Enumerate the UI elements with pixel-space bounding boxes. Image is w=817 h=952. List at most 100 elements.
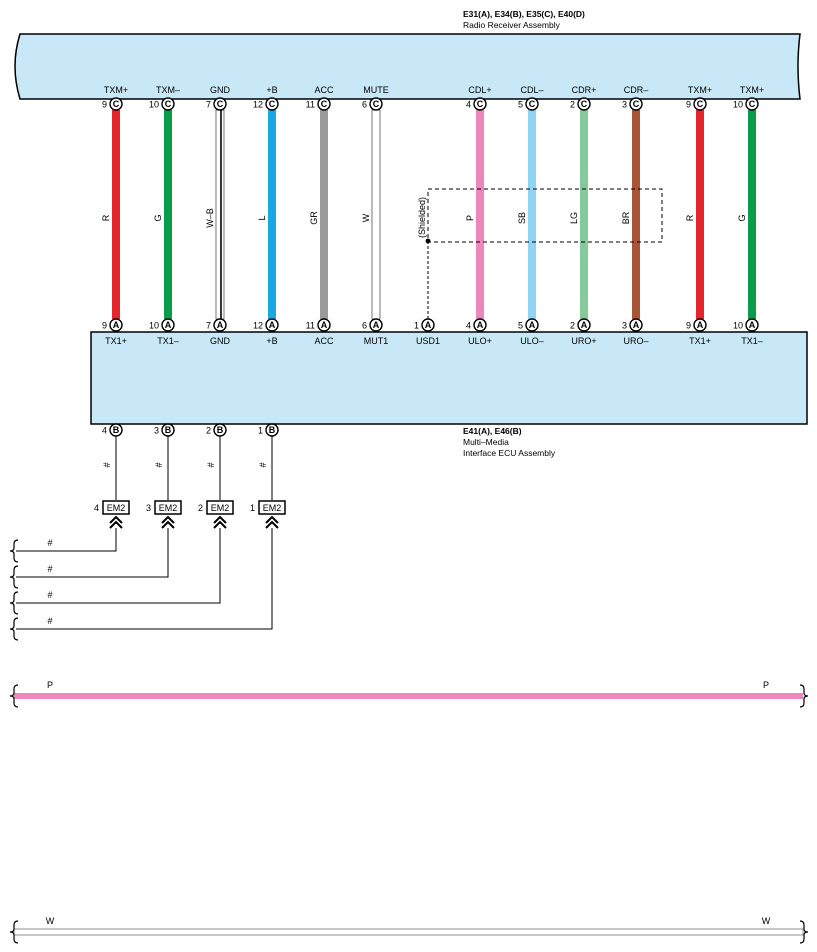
wire-color-label: W–B	[205, 208, 215, 228]
harness-right-brace-0	[799, 684, 809, 708]
radio-pin-name-11: TXM+	[740, 85, 764, 95]
ecu-b-pin-2-number: 2	[206, 426, 211, 436]
em2-pin-number-1: 3	[146, 503, 151, 513]
ecu-pin-9-number: 2	[570, 321, 575, 331]
ecu-pin-name-5: MUT1	[364, 336, 389, 346]
ecu-pin-5-number: 6	[362, 321, 367, 331]
em2-label-3: EM2	[263, 503, 282, 513]
ecu-pin-11	[693, 318, 707, 332]
wire-11	[696, 110, 704, 319]
em2-out-wire-0	[16, 528, 117, 552]
radio-pin-3	[265, 97, 279, 111]
harness-label-right-1: W	[762, 916, 771, 926]
em2-box-0	[102, 500, 130, 515]
wire-12	[748, 110, 756, 319]
ecu-b-pin-0-number: 4	[102, 426, 107, 436]
wire-color-label: BR	[621, 211, 631, 224]
wire-color-label: G	[153, 214, 163, 221]
radio-pin-5-letter: C	[373, 99, 380, 109]
wire-7	[476, 110, 484, 319]
ecu-b-pin-2-letter: B	[217, 425, 224, 435]
ecu-pin-name-3: +B	[266, 336, 277, 346]
ecu-pin-11-number: 9	[686, 321, 691, 331]
em2-out-wire-3	[16, 528, 273, 630]
ecu-pin-4	[317, 318, 331, 332]
radio-pin-name-7: CDL–	[520, 85, 543, 95]
wire-9	[580, 110, 588, 319]
radio-pin-name-5: MUTE	[363, 85, 389, 95]
radio-pin-11-letter: C	[749, 99, 756, 109]
wire-color-label: P	[465, 215, 475, 221]
cut-edge-brace-3	[9, 617, 19, 641]
ecu-pin-1-number: 10	[149, 321, 159, 331]
ecu-b-pin-3-number: 1	[258, 426, 263, 436]
radio-pin-6-number: 4	[466, 100, 471, 110]
harness-label-left-1: W	[46, 916, 55, 926]
radio-pin-3-number: 12	[253, 100, 263, 110]
ecu-pin-5	[369, 318, 383, 332]
ecu-pin-10-number: 3	[622, 321, 627, 331]
shield-box	[427, 188, 663, 243]
em2-connector-chevron-0	[109, 515, 123, 529]
wire-color-label: R	[685, 214, 695, 221]
ecu-name-line2: Interface ECU Assembly	[463, 448, 556, 458]
wire-2	[215, 109, 225, 320]
wire-mark: #	[258, 462, 268, 467]
wire-0	[112, 110, 120, 319]
ecu-codes: E41(A), E46(B)	[463, 426, 522, 436]
cut-edge-brace-0	[9, 539, 19, 563]
ecu-pin-name-11: TX1+	[689, 336, 711, 346]
ecu-b-pin-0-letter: B	[113, 425, 120, 435]
wire-10	[632, 110, 640, 319]
harness-wire-1	[13, 928, 804, 936]
ecu-pin-2-number: 7	[206, 321, 211, 331]
radio-pin-2	[213, 97, 227, 111]
radio-pin-1	[161, 97, 175, 111]
radio-pin-name-10: TXM+	[688, 85, 712, 95]
ecu-box	[90, 331, 808, 425]
ecu-pin-name-1: TX1–	[157, 336, 179, 346]
ecu-pin-name-0: TX1+	[105, 336, 127, 346]
wire-color-label: W	[361, 213, 371, 222]
ecu-pin-5-letter: A	[373, 320, 380, 330]
radio-pin-1-number: 10	[149, 100, 159, 110]
radio-pin-7-number: 5	[518, 100, 523, 110]
ecu-pin-7-number: 4	[466, 321, 471, 331]
harness-label-left-0: P	[47, 680, 53, 690]
wire-mark: #	[154, 462, 164, 467]
radio-pin-0-number: 9	[102, 100, 107, 110]
radio-pin-name-3: +B	[266, 85, 277, 95]
wire-3	[268, 110, 276, 319]
wire-color-label: L	[257, 215, 267, 220]
ecu-pin-6-letter: A	[425, 320, 432, 330]
radio-pin-8	[577, 97, 591, 111]
em2-label-1: EM2	[159, 503, 178, 513]
radio-pin-7-letter: C	[529, 99, 536, 109]
ecu-pin-0-letter: A	[113, 320, 120, 330]
radio-pin-5-number: 6	[362, 100, 367, 110]
em2-box-2	[206, 500, 234, 515]
shielded-label: (Shielded)	[417, 197, 427, 238]
radio-pin-2-number: 7	[206, 100, 211, 110]
ecu-pin-7-letter: A	[477, 320, 484, 330]
em2-out-wire-2	[16, 528, 221, 604]
ecu-pin-6	[421, 318, 435, 332]
ecu-pin-8-number: 5	[518, 321, 523, 331]
harness-right-brace-1	[799, 920, 809, 944]
em2-connector-chevron-1	[161, 515, 175, 529]
radio-pin-name-4: ACC	[314, 85, 334, 95]
ecu-pin-7	[473, 318, 487, 332]
ecu-pin-9-letter: A	[581, 320, 588, 330]
radio-pin-10	[693, 97, 707, 111]
ecu-pin-name-10: URO–	[623, 336, 648, 346]
cut-edge-brace-1	[9, 565, 19, 589]
ecu-pin-3-letter: A	[269, 320, 276, 330]
ecu-pin-3-number: 12	[253, 321, 263, 331]
radio-pin-name-6: CDL+	[468, 85, 491, 95]
ecu-pin-name-7: ULO+	[468, 336, 492, 346]
ecu-pin-6-number: 1	[414, 321, 419, 331]
wire-color-label: GR	[309, 211, 319, 225]
em2-pin-number-2: 2	[198, 503, 203, 513]
ecu-pin-1	[161, 318, 175, 332]
radio-pin-9-number: 3	[622, 100, 627, 110]
